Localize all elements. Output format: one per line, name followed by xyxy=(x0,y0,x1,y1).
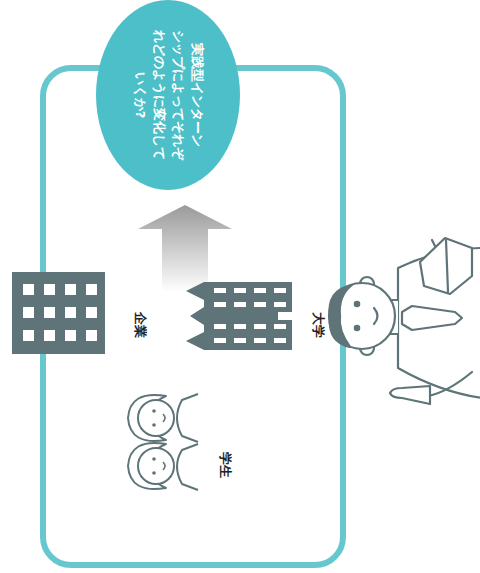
teacher-book xyxy=(420,238,472,294)
student-node: 学生 xyxy=(108,388,238,498)
company-node-shape-part xyxy=(23,330,34,341)
university-node-shape xyxy=(178,272,333,358)
teacher-book-spine xyxy=(446,240,448,292)
company-node-shape xyxy=(5,262,155,362)
student-node-shape-part xyxy=(152,423,156,427)
up-arrow xyxy=(138,205,232,292)
university-node-shape-part xyxy=(186,332,204,350)
university-node-shape-part xyxy=(186,282,204,300)
university-node-shape-part xyxy=(278,312,292,320)
university-node-shape-part xyxy=(254,288,266,293)
company-node-shape-part xyxy=(86,284,97,295)
question-bubble: 実践型インターン シップによってそれぞ れどのように変化して いくか? xyxy=(96,0,240,190)
student-node-shape-part xyxy=(163,414,165,422)
university-node-shape-part xyxy=(214,338,226,343)
university-node-shape-part xyxy=(254,338,266,343)
university-node-shape-part xyxy=(214,302,226,307)
node-label: 企業 xyxy=(132,312,148,338)
company-node-shape-part xyxy=(65,330,76,341)
university-node-shape-part xyxy=(274,302,286,307)
student-node-shape-part xyxy=(152,409,156,413)
university-node-shape-part xyxy=(214,324,226,329)
university-node-shape-part xyxy=(274,338,286,343)
university-node: 大学 xyxy=(178,272,333,358)
student-node-shape-part xyxy=(138,448,174,484)
university-node-shape-part xyxy=(234,324,246,329)
university-node-shape-part xyxy=(214,288,226,293)
university-node-shape-part xyxy=(190,307,204,325)
teacher-hair xyxy=(329,285,352,347)
university-node-shape-part xyxy=(204,282,292,350)
company-node-shape-part xyxy=(44,307,55,318)
university-node-shape-part xyxy=(234,288,246,293)
student-node-shape xyxy=(108,388,238,498)
teacher-tie xyxy=(402,306,462,330)
university-node-shape-part xyxy=(234,338,246,343)
company-node-shape-part xyxy=(65,284,76,295)
teacher-arm xyxy=(428,372,472,396)
company-node-shape-part xyxy=(23,284,34,295)
company-node-shape-part xyxy=(23,307,34,318)
university-node-shape-part xyxy=(254,324,266,329)
student-node-shape-part xyxy=(152,457,156,461)
student-node-shape-part xyxy=(177,394,198,442)
university-node-shape-part xyxy=(274,324,286,329)
teacher-mouth xyxy=(374,308,378,324)
university-node-shape-part xyxy=(274,288,286,293)
teacher-illustration-part xyxy=(329,238,480,404)
teacher-eye xyxy=(355,302,359,306)
company-node-shape-part xyxy=(44,330,55,341)
teacher-pointing-hand xyxy=(390,386,430,404)
company-node-shape-part xyxy=(86,307,97,318)
company-node-shape-part xyxy=(44,284,55,295)
teacher-head xyxy=(329,283,395,349)
university-node-shape-part xyxy=(234,302,246,307)
node-label: 実践型インターン シップによってそれぞ れどのように変化して いくか? xyxy=(130,20,205,170)
company-node-shape-part xyxy=(12,272,105,354)
student-node-shape-part xyxy=(138,400,174,436)
student-node-shape-part xyxy=(163,462,165,470)
question-bubble-shape-part xyxy=(96,0,240,190)
company-node-shape-part xyxy=(86,330,97,341)
student-node-shape-part xyxy=(177,444,198,490)
company-node: 企業 xyxy=(5,262,155,362)
university-node-shape-part xyxy=(254,302,266,307)
question-bubble-shape xyxy=(96,0,240,190)
company-node-shape-part xyxy=(65,307,76,318)
teacher-eye xyxy=(355,326,359,330)
node-label: 学生 xyxy=(217,452,233,478)
student-node-shape-part xyxy=(152,471,156,475)
node-label: 大学 xyxy=(310,312,326,338)
